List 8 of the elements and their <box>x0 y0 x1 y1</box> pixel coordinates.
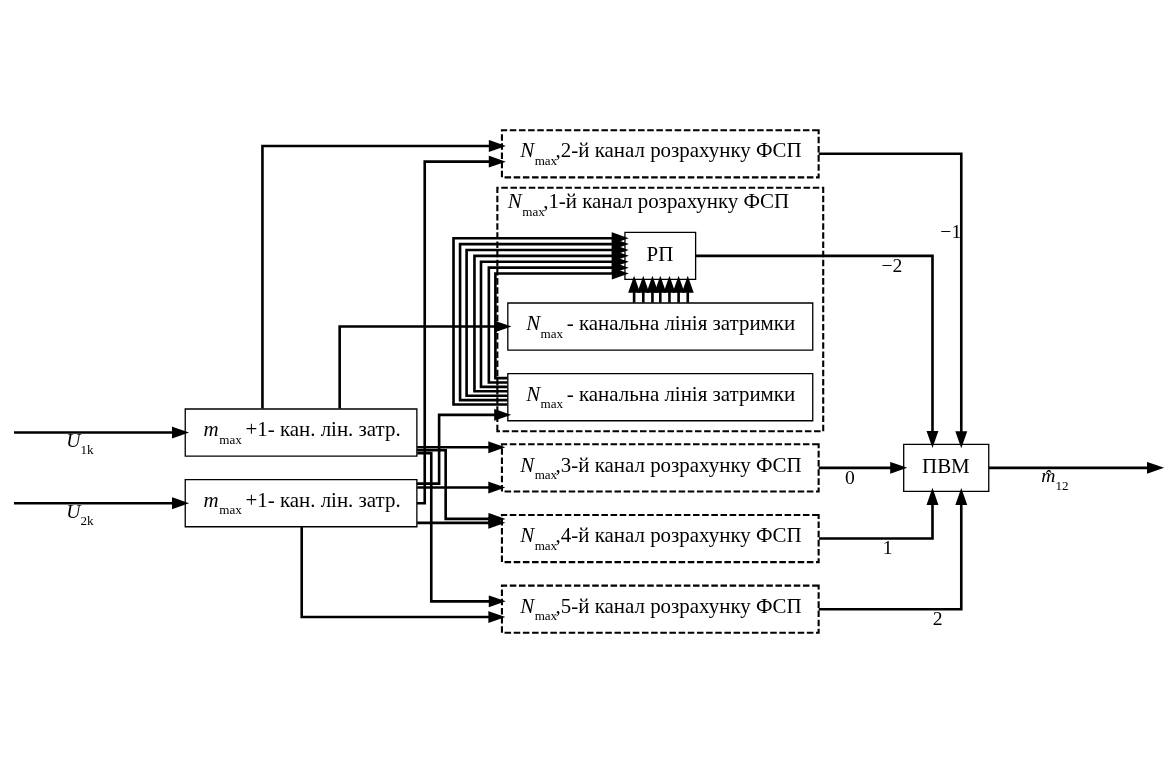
edge-label: −1 <box>940 220 962 242</box>
edge-label: 0 <box>844 466 855 488</box>
edge-label: 2 <box>932 607 943 629</box>
edge-label: U$_{2k}$ <box>66 500 94 529</box>
edge-label: 1 <box>882 537 893 559</box>
edge-label: m̂$_{12}$ <box>1041 465 1069 493</box>
edge-label: U$_{1k}$ <box>66 429 94 458</box>
edge-label: −2 <box>881 254 903 276</box>
